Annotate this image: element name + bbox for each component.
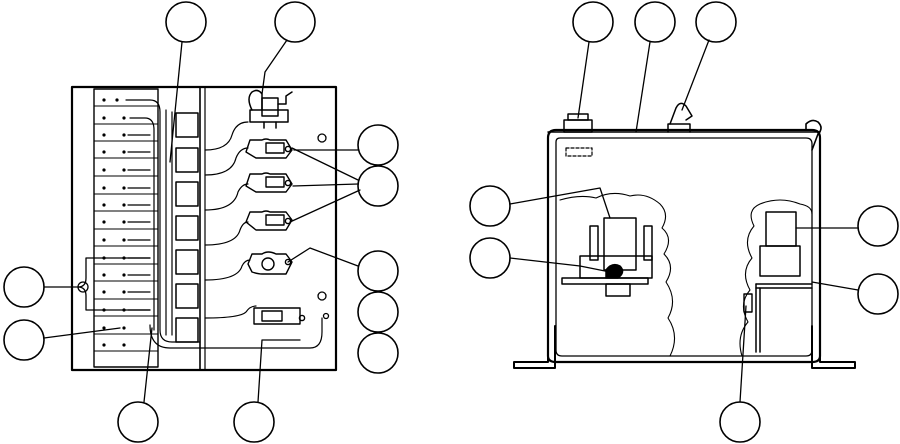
relay-sockets <box>176 113 198 342</box>
fuse-holder-1 <box>246 139 292 158</box>
capacitor-component <box>756 212 812 352</box>
hinge-clip <box>806 120 821 150</box>
mounting-holes <box>318 134 329 319</box>
callout-R-left-1 <box>470 186 510 226</box>
callout-R-left-2 <box>470 238 510 278</box>
callout-L-top-2 <box>275 2 315 42</box>
terminal-stud <box>744 294 752 312</box>
left-callouts <box>4 2 398 442</box>
terminal-board <box>94 89 158 367</box>
callout-R-right-2 <box>858 274 898 314</box>
callout-L-left-2 <box>4 320 44 360</box>
toggle-switch <box>249 90 292 128</box>
top-lever <box>668 103 692 132</box>
component-leads <box>205 122 256 318</box>
fuse-holder-5 <box>254 308 305 324</box>
callout-R-top-3 <box>696 2 736 42</box>
inner-latch <box>566 148 592 156</box>
callout-L-bottom-1 <box>118 402 158 442</box>
callout-L-bottom-2 <box>234 402 274 442</box>
callout-L-right-5 <box>358 333 398 373</box>
callout-R-bottom-1 <box>720 402 760 442</box>
terminal-strips <box>94 106 158 351</box>
fuse-holder-4 <box>248 252 292 274</box>
panel-outline <box>72 87 336 370</box>
callout-L-right-1 <box>358 125 398 165</box>
callout-L-right-3 <box>358 251 398 291</box>
enclosure-body <box>548 130 820 362</box>
callout-L-right-2 <box>358 166 398 206</box>
callout-L-right-4 <box>358 292 398 332</box>
callout-R-top-1 <box>573 2 613 42</box>
right-enclosure-view <box>514 103 855 368</box>
right-leader-lines <box>510 40 858 402</box>
left-panel-view <box>72 87 336 370</box>
fuse-holder-2 <box>246 173 292 192</box>
left-leader-lines <box>44 40 360 402</box>
right-callouts <box>470 2 898 442</box>
callout-L-left-1 <box>4 267 44 307</box>
callout-R-right-1 <box>858 206 898 246</box>
cutaway-right <box>740 200 812 356</box>
cutaway-left <box>560 193 675 356</box>
callout-R-top-2 <box>635 2 675 42</box>
callout-L-top-1 <box>166 2 206 42</box>
relay-component <box>562 218 652 296</box>
wire-harness <box>126 100 322 348</box>
fuse-holder-3 <box>246 211 292 230</box>
